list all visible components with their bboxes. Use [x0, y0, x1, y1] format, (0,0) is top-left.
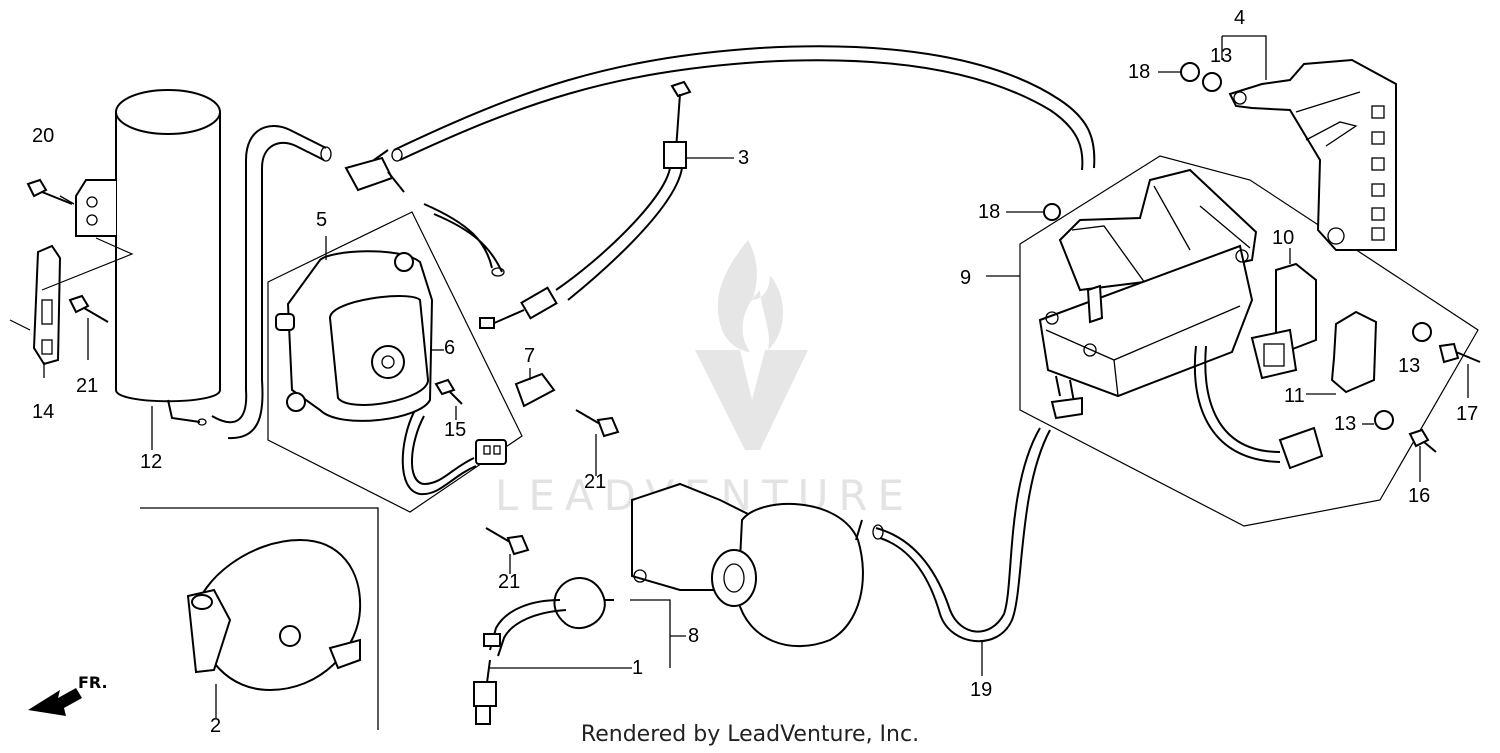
- callout-1: 1: [632, 657, 643, 679]
- watermark-logo: LEADVENTURE: [495, 240, 904, 520]
- callout-3: 3: [738, 147, 749, 169]
- callout-13-lower: 13: [1334, 413, 1356, 435]
- callout-10: 10: [1272, 227, 1294, 249]
- callout-9: 9: [960, 267, 971, 289]
- front-direction-arrow: FR.: [28, 673, 108, 716]
- callout-14: 14: [32, 401, 54, 423]
- callout-5: 5: [316, 209, 327, 231]
- front-direction-label: FR.: [78, 673, 108, 692]
- vacuum-actuator-8: [473, 482, 864, 725]
- control-unit-assembly-9: [1019, 155, 1481, 527]
- callout-12: 12: [140, 451, 162, 473]
- callout-6: 6: [444, 337, 455, 359]
- clip-7: [514, 372, 556, 408]
- callout-numbers: 1 2 3 4 5 6 7 8 9 10 11 12 13 13 13 14 1…: [32, 7, 1478, 737]
- callout-2: 2: [210, 715, 221, 737]
- long-vacuum-hose: [391, 45, 1096, 171]
- callout-11: 11: [1284, 385, 1305, 407]
- solenoid-valve-box: [267, 149, 523, 513]
- callout-21-left: 21: [76, 375, 98, 397]
- callout-4: 4: [1234, 7, 1245, 29]
- callout-16: 16: [1408, 485, 1430, 507]
- callout-7: 7: [524, 345, 535, 367]
- callout-18-mid: 18: [978, 201, 1000, 223]
- vacuum-hose-19: [872, 427, 1051, 643]
- callout-13-right: 13: [1398, 355, 1420, 377]
- callout-15: 15: [444, 419, 466, 441]
- callout-leaders: [43, 35, 1469, 718]
- callout-19: 19: [970, 679, 992, 701]
- callout-20: 20: [32, 125, 54, 147]
- callout-18-top: 18: [1128, 61, 1150, 83]
- callout-17: 17: [1456, 403, 1478, 425]
- canister-assembly: [9, 89, 332, 440]
- callout-8: 8: [688, 625, 699, 647]
- callout-21-middle: 21: [584, 471, 606, 493]
- callout-21-bottom: 21: [498, 571, 520, 593]
- render-credit: Rendered by LeadVenture, Inc.: [580, 722, 920, 747]
- callout-13-top: 13: [1210, 45, 1232, 67]
- actuator-inset-2: [140, 507, 379, 730]
- bolt-21-middle: [575, 409, 620, 438]
- throttle-cable-3: [479, 80, 692, 329]
